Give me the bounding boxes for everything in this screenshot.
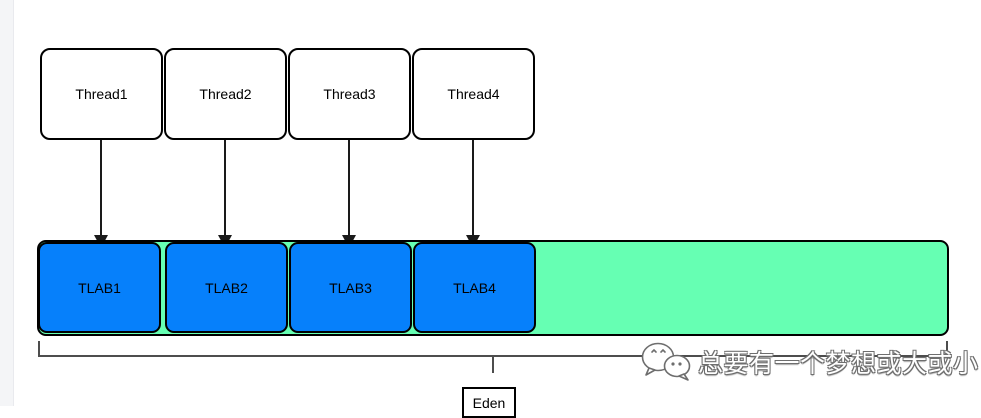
page-margin-strip xyxy=(0,0,14,406)
thread-box: Thread4 xyxy=(412,48,535,140)
watermark-text: 总要有一个梦想或大或小 xyxy=(698,350,979,378)
eden-label-box: Eden xyxy=(462,387,516,418)
eden-label-text: Eden xyxy=(472,394,506,411)
arrow-thread2-to-tlab2 xyxy=(218,140,232,248)
tlab-box: TLAB3 xyxy=(289,242,412,333)
tlab-box: TLAB2 xyxy=(165,242,288,333)
arrow-thread4-to-tlab4 xyxy=(466,140,480,248)
eden-bracket-center-tick xyxy=(492,356,494,373)
arrow-line xyxy=(224,140,226,235)
thread-box: Thread3 xyxy=(288,48,411,140)
thread-box: Thread2 xyxy=(164,48,287,140)
tlab-box: TLAB4 xyxy=(413,242,536,333)
watermark: 总要有一个梦想或大或小 xyxy=(640,338,979,386)
thread-label: Thread3 xyxy=(323,86,376,102)
thread-label: Thread1 xyxy=(75,86,128,102)
thread-label: Thread4 xyxy=(447,86,500,102)
thread-box: Thread1 xyxy=(40,48,163,140)
arrow-thread3-to-tlab3 xyxy=(342,140,356,248)
tlab-box: TLAB1 xyxy=(38,242,161,333)
arrow-line xyxy=(100,140,102,235)
thread-label: Thread2 xyxy=(199,86,252,102)
arrow-line xyxy=(348,140,350,235)
tlab-label: TLAB2 xyxy=(205,279,248,296)
tlab-label: TLAB3 xyxy=(329,279,372,296)
eden-bracket-right-tick xyxy=(946,341,948,356)
tlab-label: TLAB4 xyxy=(453,279,496,296)
eden-bracket-left-tick xyxy=(38,341,40,356)
arrow-thread1-to-tlab1 xyxy=(94,140,108,248)
wechat-logo-icon xyxy=(641,342,691,381)
arrow-line xyxy=(472,140,474,235)
tlab-label: TLAB1 xyxy=(78,279,121,296)
